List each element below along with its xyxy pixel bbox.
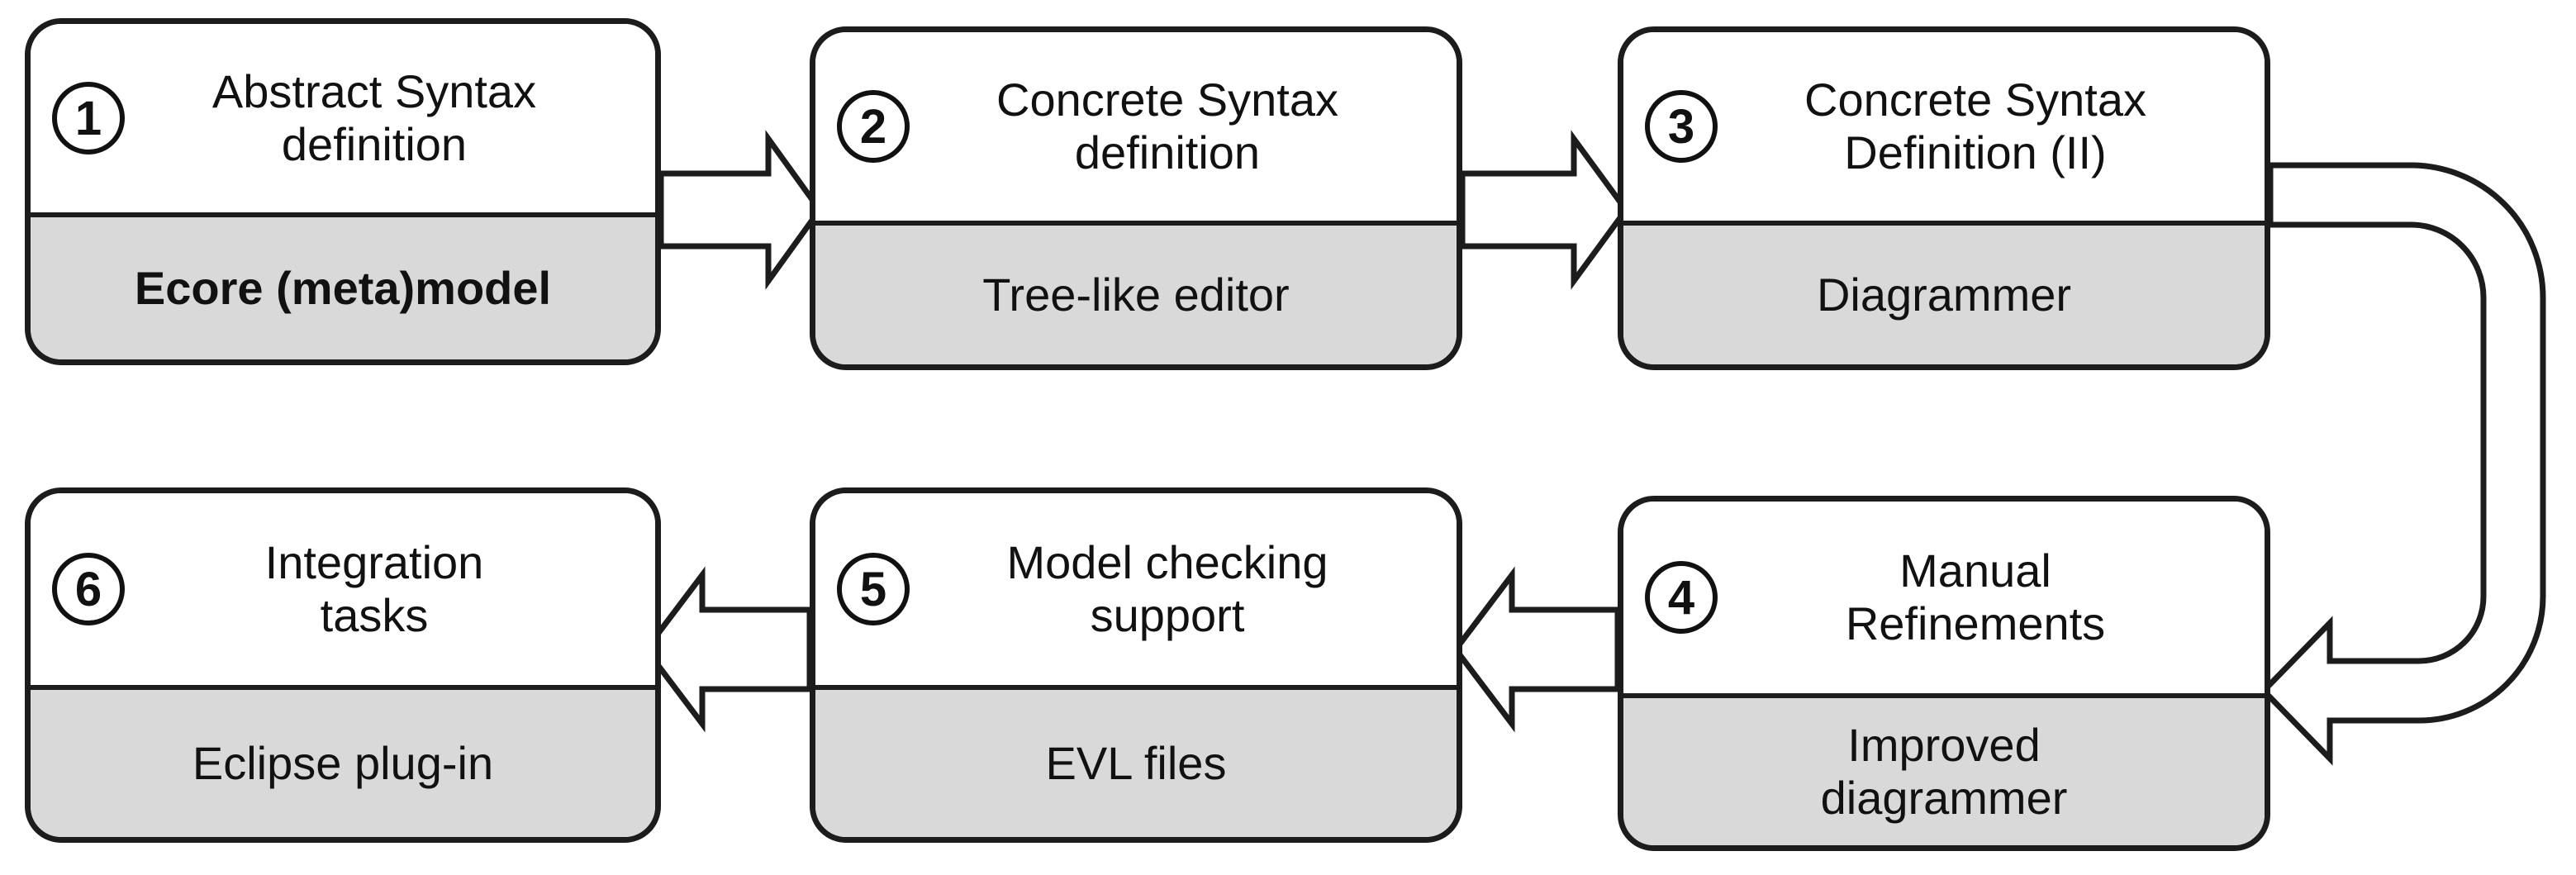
arrow-step5-to-step6 [642, 566, 813, 733]
step-tool-line: Diagrammer [1816, 268, 2072, 321]
step-title: Model checking support [924, 536, 1347, 643]
step-1-header: 1 Abstract Syntax definition [31, 24, 655, 217]
step-2-tool: Tree-like editor [815, 226, 1457, 364]
step-1-tool: Ecore (meta)model [31, 217, 655, 359]
step-title-line: Concrete Syntax [996, 73, 1338, 126]
step-number-badge: 6 [52, 553, 125, 625]
step-6-box: 6 Integration tasks Eclipse plug-in [25, 487, 661, 843]
step-number-badge: 4 [1645, 561, 1718, 634]
step-2-header: 2 Concrete Syntax definition [815, 32, 1457, 226]
step-title: Integration tasks [183, 536, 504, 643]
step-5-box: 5 Model checking support EVL files [810, 487, 1462, 843]
step-tool-line: diagrammer [1820, 772, 2068, 824]
step-2-box: 2 Concrete Syntax definition Tree-like e… [810, 26, 1462, 370]
step-title-line: definition [281, 118, 468, 170]
step-title-line: Definition (II) [1844, 126, 2107, 178]
step-number-badge: 1 [52, 82, 125, 155]
step-tool-line: Eclipse plug-in [192, 736, 494, 789]
step-title-line: Manual [1899, 544, 2051, 597]
step-tool-line: Ecore (meta)model [134, 261, 552, 314]
arrow-step1-to-step2 [658, 130, 824, 290]
step-4-box: 4 Manual Refinements Improved diagrammer [1618, 496, 2270, 851]
step-title: Abstract Syntax definition [130, 65, 556, 172]
step-6-header: 6 Integration tasks [31, 493, 655, 690]
step-title-line: definition [1074, 126, 1261, 178]
step-4-header: 4 Manual Refinements [1623, 502, 2265, 698]
step-title-line: Concrete Syntax [1804, 73, 2146, 126]
step-tool-line: Improved [1847, 718, 2041, 771]
step-number-badge: 2 [837, 90, 910, 163]
step-6-tool: Eclipse plug-in [31, 690, 655, 837]
arrow-step4-to-step5 [1452, 566, 1621, 733]
step-title-line: support [1090, 589, 1245, 641]
arrow-step3-to-step4 [2260, 162, 2546, 766]
step-title: Concrete Syntax definition [914, 74, 1358, 180]
step-1-box: 1 Abstract Syntax definition Ecore (meta… [25, 18, 661, 365]
step-title-line: Refinements [1845, 597, 2106, 649]
step-tool-line: EVL files [1045, 736, 1227, 789]
step-5-header: 5 Model checking support [815, 493, 1457, 690]
step-5-tool: EVL files [815, 690, 1457, 837]
step-title-line: tasks [320, 589, 429, 641]
step-3-tool: Diagrammer [1623, 226, 2265, 364]
arrow-step2-to-step3 [1459, 130, 1630, 290]
step-3-header: 3 Concrete Syntax Definition (II) [1623, 32, 2265, 226]
step-title-line: Model checking [1006, 535, 1328, 588]
step-4-tool: Improved diagrammer [1623, 698, 2265, 845]
step-title-line: Integration [264, 535, 484, 588]
step-tool-line: Tree-like editor [982, 268, 1290, 321]
step-number-badge: 3 [1645, 90, 1718, 163]
step-number-badge: 5 [837, 553, 910, 625]
step-title: Manual Refinements [1763, 544, 2125, 651]
step-title: Concrete Syntax Definition (II) [1722, 74, 2166, 180]
step-3-box: 3 Concrete Syntax Definition (II) Diagra… [1618, 26, 2270, 370]
step-title-line: Abstract Syntax [211, 64, 537, 117]
